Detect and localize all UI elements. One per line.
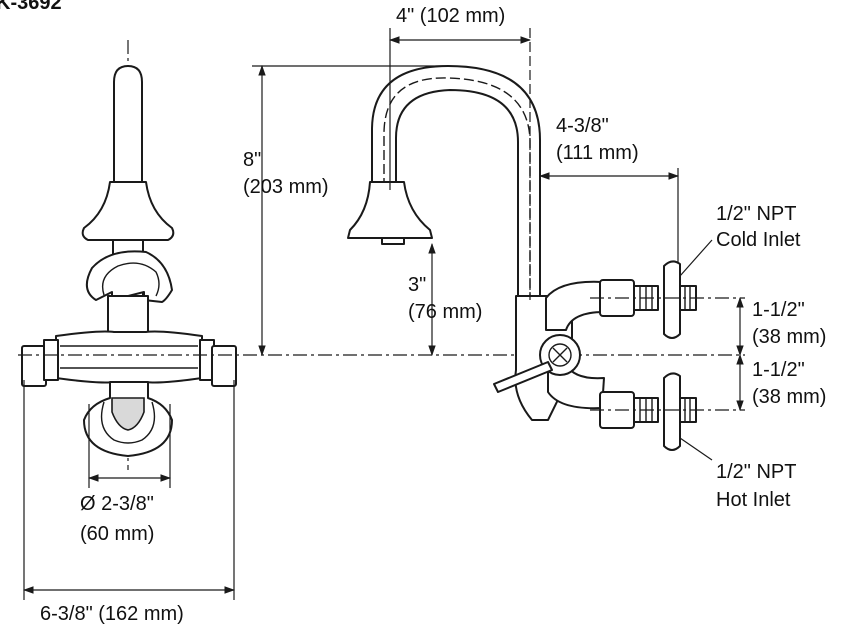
hot-inlet-label: Hot Inlet xyxy=(716,489,791,511)
side-dimensions xyxy=(252,28,744,461)
outlet-height-metric: (76 mm) xyxy=(408,301,482,323)
spout-reach-label: 4" (102 mm) xyxy=(396,5,505,27)
outlet-height-label: 3" xyxy=(408,274,426,296)
upper-offset-label: 1-1/2" xyxy=(752,299,805,321)
height-label: 8" xyxy=(243,149,261,171)
lower-offset-metric: (38 mm) xyxy=(752,386,826,408)
depth-label: 4-3/8" xyxy=(556,115,609,137)
escutcheon-diameter-metric: (60 mm) xyxy=(80,523,154,545)
escutcheon-diameter-label: Ø 2-3/8" xyxy=(80,493,154,515)
front-view xyxy=(18,40,745,470)
lower-offset-label: 1-1/2" xyxy=(752,359,805,381)
height-metric: (203 mm) xyxy=(243,176,329,198)
side-view xyxy=(347,65,745,451)
model-number: K-3692 xyxy=(0,0,62,14)
cold-inlet-size: 1/2" NPT xyxy=(716,203,796,225)
front-dimensions xyxy=(22,380,236,600)
depth-metric: (111 mm) xyxy=(556,142,639,164)
cold-inlet-label: Cold Inlet xyxy=(716,229,801,251)
overall-width-label: 6-3/8" (162 mm) xyxy=(40,603,184,625)
hot-inlet-size: 1/2" NPT xyxy=(716,461,796,483)
upper-offset-metric: (38 mm) xyxy=(752,326,826,348)
